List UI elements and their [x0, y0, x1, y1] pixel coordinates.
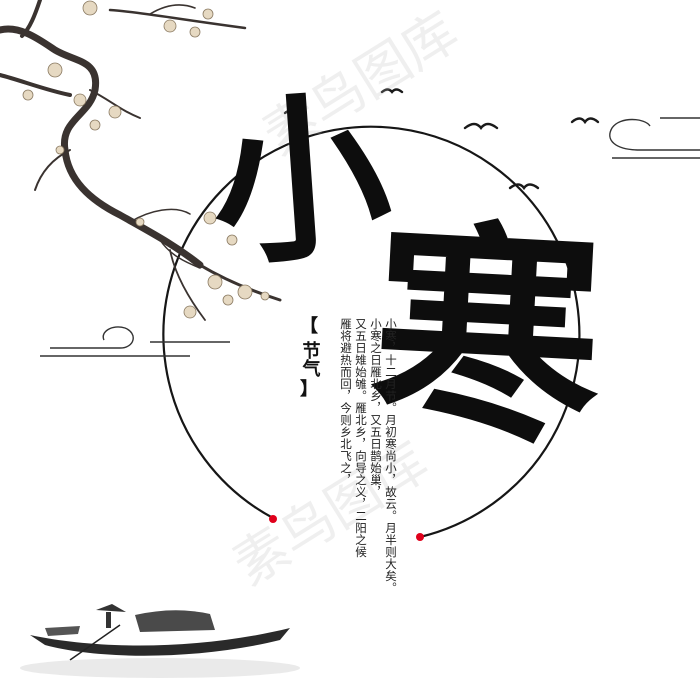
- title-char-han: 寒: [365, 196, 609, 478]
- tag-close-bracket: 】: [300, 378, 318, 400]
- flying-birds: [283, 88, 600, 191]
- red-dot-right: [416, 533, 424, 541]
- red-dot-left: [269, 515, 277, 523]
- ink-circle: [162, 125, 581, 539]
- solar-term-tag: 【 节气 】: [296, 316, 322, 400]
- poem-line: 雁将避热而回，今则乡北飞之，: [339, 318, 353, 486]
- cloud-right: [609, 117, 700, 159]
- plum-branch: [0, 0, 282, 321]
- title-char-xiao: 小: [204, 70, 398, 291]
- tag-open-bracket: 【: [300, 316, 318, 337]
- poem-line: 小寒之日雁北乡，又五日鹊始巢，: [369, 318, 383, 498]
- poem-line: 又五日雉始雊。雁北乡，向导之义，二阳之候: [354, 318, 368, 558]
- poem-text: 小寒，十二月节。月初寒尚小，故云。月半则大矣。 小寒之日雁北乡，又五日鹊始巢， …: [338, 318, 398, 618]
- cloud-left: [40, 326, 230, 357]
- plum-blossoms: [22, 0, 270, 319]
- poem-line: 小寒，十二月节。月初寒尚小，故云。月半则大矣。: [384, 318, 398, 594]
- fishing-boat: [20, 604, 300, 678]
- tag-text: 节气: [299, 340, 321, 377]
